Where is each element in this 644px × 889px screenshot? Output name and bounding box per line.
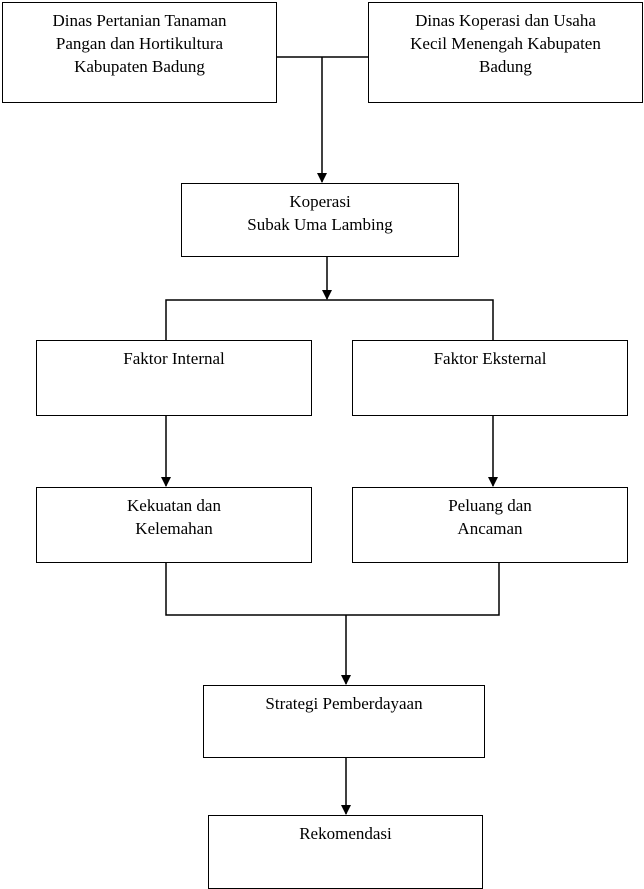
node-faktor-eksternal: Faktor Eksternal bbox=[352, 340, 628, 416]
node-peluang-ancaman: Peluang dan Ancaman bbox=[352, 487, 628, 563]
node-koperasi-label: Koperasi Subak Uma Lambing bbox=[247, 192, 393, 234]
connector-merge-analysis bbox=[165, 563, 500, 616]
node-faktor-internal: Faktor Internal bbox=[36, 340, 312, 416]
node-dinas-pertanian: Dinas Pertanian Tanaman Pangan dan Horti… bbox=[2, 2, 277, 103]
node-dinas-pertanian-label: Dinas Pertanian Tanaman Pangan dan Horti… bbox=[52, 11, 227, 76]
node-rekomendasi-label: Rekomendasi bbox=[299, 824, 392, 843]
node-faktor-eksternal-label: Faktor Eksternal bbox=[433, 349, 547, 368]
node-faktor-internal-label: Faktor Internal bbox=[123, 349, 225, 368]
node-rekomendasi: Rekomendasi bbox=[208, 815, 483, 889]
node-peluang-ancaman-label: Peluang dan Ancaman bbox=[448, 496, 532, 538]
node-dinas-koperasi: Dinas Koperasi dan Usaha Kecil Menengah … bbox=[368, 2, 643, 103]
node-koperasi: Koperasi Subak Uma Lambing bbox=[181, 183, 459, 257]
node-kekuatan-kelemahan: Kekuatan dan Kelemahan bbox=[36, 487, 312, 563]
node-kekuatan-kelemahan-label: Kekuatan dan Kelemahan bbox=[127, 496, 221, 538]
connector-split-factors bbox=[165, 299, 494, 340]
node-dinas-koperasi-label: Dinas Koperasi dan Usaha Kecil Menengah … bbox=[410, 11, 601, 76]
node-strategi-pemberdayaan: Strategi Pemberdayaan bbox=[203, 685, 485, 758]
node-strategi-pemberdayaan-label: Strategi Pemberdayaan bbox=[265, 694, 423, 713]
